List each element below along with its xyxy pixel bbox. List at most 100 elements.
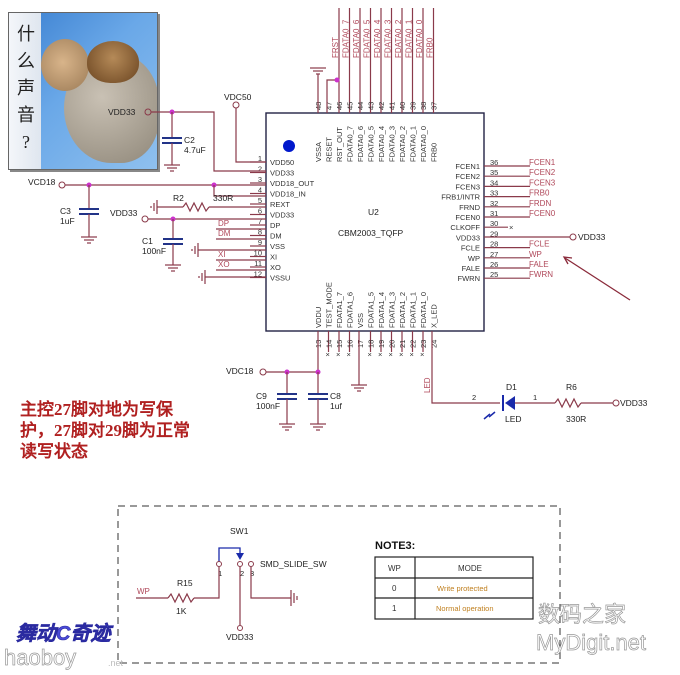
c2-ref: C2 — [184, 135, 195, 145]
net-label: FDATA0_3 — [384, 19, 393, 58]
pin-number: 3 — [258, 175, 262, 184]
c2-value: 4.7uF — [184, 145, 206, 155]
net-label: FCLE — [529, 240, 549, 249]
net-label: FRB0 — [529, 189, 550, 198]
pin-name: FDATA0_1 — [409, 126, 418, 162]
no-connect-icon: × — [378, 350, 382, 359]
net-dp: DP — [218, 219, 229, 228]
pin-name: VDD33 — [270, 169, 294, 178]
net-label: FDATA0_2 — [394, 19, 403, 58]
c8-ref: C8 — [330, 391, 341, 401]
pin-number: 29 — [490, 229, 498, 238]
no-connect-icon: × — [399, 350, 403, 359]
net-dm: DM — [218, 229, 231, 238]
c1-value: 100nF — [142, 246, 166, 256]
pin-number: 26 — [490, 260, 498, 269]
net-label: FALE — [529, 260, 549, 269]
r15-resistor — [167, 592, 195, 604]
sw1-pin-2-terminal — [237, 561, 243, 567]
net-label: WP — [529, 250, 542, 259]
pin-number: 42 — [377, 102, 386, 110]
pin-number: 40 — [398, 102, 407, 110]
pin-name: FCEN2 — [455, 172, 480, 181]
net-label: FDATA0_1 — [405, 19, 414, 58]
pin-name: FRB0 — [430, 143, 439, 162]
pin-name: VSS — [356, 313, 365, 328]
pin-name: X_LED — [430, 304, 439, 328]
net-label: FCEN0 — [529, 209, 556, 218]
pin-name: FDATA0_3 — [388, 126, 397, 162]
no-connect-icon: × — [389, 350, 393, 359]
pin-name: VDD33 — [456, 233, 480, 242]
net-label: FDATA0_0 — [415, 19, 424, 58]
caption-char: 什 — [17, 24, 35, 44]
chip-body-u2 — [265, 112, 485, 332]
no-connect-icon: × — [368, 350, 372, 359]
pin-name: RST_OUT — [335, 127, 344, 162]
pin-name: FWRN — [458, 274, 481, 283]
pin-number: 31 — [490, 209, 498, 218]
pin-number: 30 — [490, 219, 498, 228]
pin-number: 24 — [430, 340, 439, 348]
chip-part: CBM2003_TQFP — [338, 228, 404, 238]
note-header-wp: WP — [388, 564, 401, 573]
pin-number: 5 — [258, 196, 262, 205]
pin-name: CLKOFF — [450, 223, 480, 232]
net-xo: XO — [218, 260, 230, 269]
note-header-mode: MODE — [458, 564, 482, 573]
net-label: FWRN — [529, 270, 553, 279]
net-wp-switch: WP — [137, 587, 150, 596]
vdc50-terminal — [232, 101, 240, 109]
pin-number: 15 — [335, 340, 344, 348]
sw1-part: SMD_SLIDE_SW — [260, 559, 327, 569]
pin-name: VSS — [270, 242, 285, 251]
pin-number: 11 — [254, 259, 262, 268]
pin-number: 43 — [367, 102, 376, 110]
pin-name: VDD33 — [270, 211, 294, 220]
c8-value: 1uf — [330, 401, 342, 411]
c9-value: 100nF — [256, 401, 280, 411]
pin-name: FDATA1_2 — [398, 292, 407, 328]
net-label: FDATA0_4 — [373, 19, 382, 58]
pin-name: VSSA — [314, 142, 323, 162]
vdd33-right-terminal — [569, 233, 577, 241]
pin-number: 19 — [377, 340, 386, 348]
r6-ref: R6 — [566, 382, 577, 392]
arrow-head-icon — [562, 256, 573, 265]
pin-number: 39 — [409, 102, 418, 110]
pin-number: 41 — [388, 102, 397, 110]
photo-caption-strip — [9, 13, 41, 169]
vdd33-right-label: VDD33 — [578, 232, 606, 242]
pin-name: FCEN3 — [455, 182, 480, 191]
note-row-wp: 1 — [392, 604, 397, 613]
no-connect-icon: × — [509, 223, 513, 232]
no-connect-icon: × — [410, 350, 414, 359]
pin-number: 6 — [258, 207, 262, 216]
pin-name: VDDU — [314, 307, 323, 328]
photo-caption: 什 么 声 音 ? — [15, 21, 37, 156]
arrow-pointer — [564, 257, 631, 301]
pin-number: 22 — [409, 340, 418, 348]
pin-name: FDATA1_4 — [377, 292, 386, 328]
pin-name: FDATA1_3 — [388, 292, 397, 328]
ground-icon — [165, 264, 181, 272]
pin-number: 12 — [254, 270, 262, 279]
watermark-right-en: MyDigit.net — [536, 630, 646, 655]
vdd18-left-terminal — [58, 181, 66, 189]
pin-number: 35 — [490, 168, 498, 177]
ground-icon — [150, 200, 158, 214]
note-row-mode: Write protected — [437, 584, 488, 593]
junction-dot — [334, 77, 340, 83]
pin-name: WP — [468, 254, 480, 263]
pin-name: FCLE — [461, 244, 480, 253]
pin-name: FDATA1_1 — [409, 292, 418, 328]
pin-number: 34 — [490, 178, 498, 187]
sw1-pin-3: 3 — [250, 569, 254, 578]
pin-name: VDD18_OUT — [270, 179, 315, 188]
pin-number: 18 — [367, 340, 376, 348]
pin-name: FDATA0_2 — [398, 126, 407, 162]
ground-icon — [164, 164, 180, 172]
